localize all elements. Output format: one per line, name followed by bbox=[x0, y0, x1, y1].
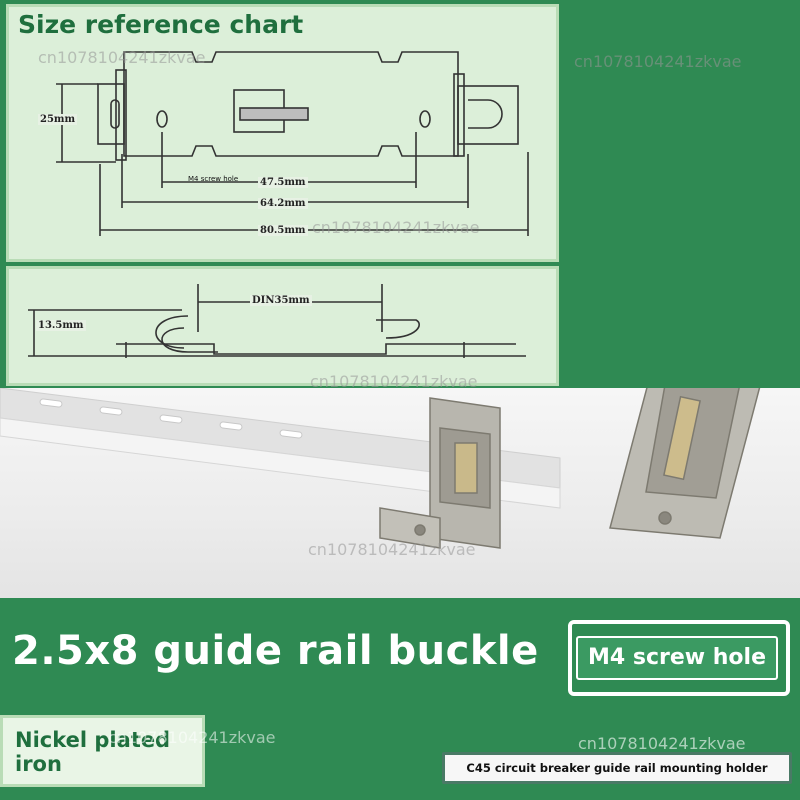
watermark-7: cn1078104241zkvae bbox=[578, 734, 746, 753]
dim-height-13: 13.5mm bbox=[36, 320, 86, 331]
product-photo-illustration bbox=[0, 388, 761, 549]
dim-width-80: 80.5mm bbox=[258, 225, 308, 236]
feature-frame bbox=[568, 620, 790, 696]
side-view-panel bbox=[6, 266, 559, 386]
watermark-2: cn1078104241zkvae bbox=[574, 52, 742, 71]
dim-rail-din35: DIN35mm bbox=[250, 295, 312, 306]
watermark-4: cn1078104241zkvae bbox=[310, 372, 478, 391]
standing-clip bbox=[609, 388, 761, 539]
side-view-drawing bbox=[28, 284, 526, 358]
feature-button[interactable]: M4 screw hole bbox=[576, 636, 778, 680]
watermark-5: cn1078104241zkvae bbox=[308, 540, 476, 559]
clip-on-rail bbox=[379, 397, 501, 549]
screw-hole-label: M4 screw hole bbox=[188, 175, 239, 183]
chart-title: Size reference chart bbox=[18, 10, 304, 39]
watermark-1: cn1078104241zkvae bbox=[38, 48, 206, 67]
top-view-drawing bbox=[56, 51, 529, 236]
product-headline: 2.5x8 guide rail buckle bbox=[12, 628, 539, 674]
dim-width-64: 64.2mm bbox=[258, 198, 308, 209]
dim-height-25: 25mm bbox=[38, 114, 78, 125]
dim-width-47: 47.5mm bbox=[258, 177, 308, 188]
watermark-3: cn1078104241zkvae bbox=[312, 218, 480, 237]
product-caption: C45 circuit breaker guide rail mounting … bbox=[442, 752, 792, 784]
watermark-6: cn1078104241zkvae bbox=[108, 728, 276, 747]
material-label: Nickel plated iron bbox=[0, 715, 205, 787]
